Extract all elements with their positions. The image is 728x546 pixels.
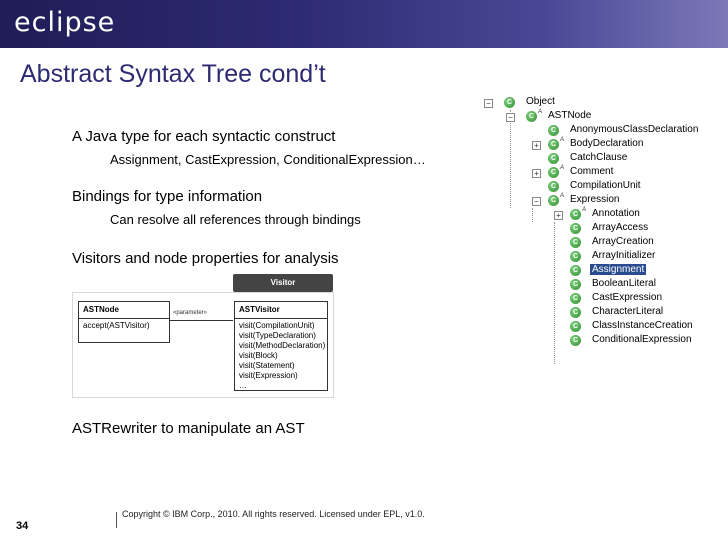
astnode-class-name: ASTNode <box>79 302 169 319</box>
astvisitor-class-name: ASTVisitor <box>235 302 327 319</box>
tree-node-label: ArrayCreation <box>592 236 654 247</box>
tree-node-label: ConditionalExpression <box>592 334 692 345</box>
astvisitor-class-box: ASTVisitor visit(CompilationUnit) visit(… <box>234 301 328 391</box>
class-icon: C <box>548 181 559 192</box>
collapse-icon[interactable]: − <box>532 197 541 206</box>
class-icon: C <box>570 223 581 234</box>
tree-node-conditionalexpression[interactable]: C ConditionalExpression <box>480 334 720 348</box>
tree-node-label: CharacterLiteral <box>592 306 664 317</box>
astnode-class-box: ASTNode accept(ASTVisitor) <box>78 301 170 343</box>
class-icon: C <box>570 293 581 304</box>
tree-node-label: CompilationUnit <box>570 180 641 191</box>
astnode-method: accept(ASTVisitor) <box>83 321 150 330</box>
tree-node-label: AnonymousClassDeclaration <box>570 124 699 135</box>
abstract-marker: A <box>560 137 565 143</box>
parameter-label: «parameter» <box>173 310 208 316</box>
tree-guide-line <box>554 222 555 364</box>
tree-node-label: Expression <box>570 194 620 205</box>
class-icon: C <box>548 139 559 150</box>
tree-node-object[interactable]: − C Object <box>480 96 720 110</box>
tree-node-arrayinitializer[interactable]: C ArrayInitializer <box>480 250 720 264</box>
tree-node-label: Annotation <box>592 208 640 219</box>
class-icon: C <box>548 167 559 178</box>
tree-node-label: CatchClause <box>570 152 628 163</box>
page-number: 34 <box>16 520 29 532</box>
class-icon: C <box>526 111 537 122</box>
tree-node-arraycreation[interactable]: C ArrayCreation <box>480 236 720 250</box>
tree-node-classinstancecreation[interactable]: C ClassInstanceCreation <box>480 320 720 334</box>
tree-node-compilationunit[interactable]: C CompilationUnit <box>480 180 720 194</box>
abstract-marker: A <box>582 207 587 213</box>
tree-node-label: BodyDeclaration <box>570 138 644 149</box>
tree-node-label: BooleanLiteral <box>592 278 656 289</box>
bullet-3: Visitors and node properties for analysi… <box>72 250 339 267</box>
copyright-notice: Copyright © IBM Corp., 2010. All rights … <box>122 509 425 519</box>
collapse-icon[interactable]: − <box>506 113 515 122</box>
tree-node-label-selected: Assignment <box>590 264 647 275</box>
bullet-2-sub: Can resolve all references through bindi… <box>110 212 361 227</box>
uml-panel: ASTNode accept(ASTVisitor) «parameter» A… <box>72 292 334 398</box>
bullet-4: ASTRewriter to manipulate an AST <box>72 420 305 437</box>
tree-guide-line <box>510 110 511 208</box>
tree-node-label: ASTNode <box>548 110 592 121</box>
tree-node-label: CastExpression <box>592 292 663 303</box>
expand-icon[interactable]: + <box>554 211 563 220</box>
tree-node-annotation[interactable]: + C A Annotation <box>480 207 720 222</box>
class-icon: C <box>570 251 581 262</box>
class-icon: C <box>570 335 581 346</box>
visitor-method: visit(Block) <box>239 351 278 360</box>
expand-icon[interactable]: + <box>532 169 541 178</box>
visitor-method: … <box>239 381 247 390</box>
bullet-1: A Java type for each syntactic construct <box>72 128 336 145</box>
visitor-tab: Visitor <box>233 274 333 292</box>
tree-node-castexpression[interactable]: C CastExpression <box>480 292 720 306</box>
parameter-arrow <box>169 320 233 321</box>
tree-node-label: ArrayInitializer <box>592 250 656 261</box>
tree-node-label: Comment <box>570 166 614 177</box>
class-icon: C <box>570 209 581 220</box>
class-icon: C <box>548 153 559 164</box>
class-icon: C <box>548 195 559 206</box>
tree-node-label: Object <box>526 96 555 107</box>
abstract-marker: A <box>560 165 565 171</box>
tree-node-arrayaccess[interactable]: C ArrayAccess <box>480 222 720 236</box>
header-bar: eclipse <box>0 0 728 48</box>
tree-node-characterliteral[interactable]: C CharacterLiteral <box>480 306 720 320</box>
class-icon: C <box>570 321 581 332</box>
visitor-method: visit(TypeDeclaration) <box>239 331 316 340</box>
abstract-marker: A <box>538 109 543 115</box>
tree-node-label: ClassInstanceCreation <box>592 320 693 331</box>
class-icon: C <box>504 97 515 108</box>
class-icon: C <box>570 265 581 276</box>
visitor-diagram: Visitor ASTNode accept(ASTVisitor) «para… <box>72 274 334 398</box>
bullet-1-sub: Assignment, CastExpression, ConditionalE… <box>110 152 426 167</box>
bullet-2: Bindings for type information <box>72 188 263 205</box>
tree-node-assignment[interactable]: C Assignment <box>480 264 720 278</box>
tree-node-catchclause[interactable]: C CatchClause <box>480 152 720 166</box>
tree-node-label: ArrayAccess <box>592 222 649 233</box>
visitor-method: visit(Statement) <box>239 361 295 370</box>
astvisitor-methods: visit(CompilationUnit) visit(TypeDeclara… <box>235 319 327 393</box>
eclipse-logo: eclipse <box>14 7 116 38</box>
tree-node-anonymousclassdeclaration[interactable]: C AnonymousClassDeclaration <box>480 124 720 138</box>
class-icon: C <box>570 279 581 290</box>
tree-node-bodydeclaration[interactable]: + C A BodyDeclaration <box>480 137 720 152</box>
visitor-method: visit(Expression) <box>239 371 298 380</box>
visitor-method: visit(MethodDeclaration) <box>239 341 326 350</box>
abstract-marker: A <box>560 193 565 199</box>
tree-node-booleanliteral[interactable]: C BooleanLiteral <box>480 278 720 292</box>
class-icon: C <box>548 125 559 136</box>
expand-icon[interactable]: + <box>532 141 541 150</box>
tree-node-astnode[interactable]: − C A ASTNode <box>480 109 720 124</box>
tree-node-expression[interactable]: − C A Expression <box>480 193 720 208</box>
class-icon: C <box>570 237 581 248</box>
footer-divider <box>116 512 117 528</box>
tree-guide-line <box>532 208 533 222</box>
ast-type-tree: − C Object − C A ASTNode C AnonymousClas… <box>480 96 720 368</box>
class-icon: C <box>570 307 581 318</box>
visitor-method: visit(CompilationUnit) <box>239 321 315 330</box>
slide-title: Abstract Syntax Tree cond’t <box>20 60 326 88</box>
collapse-icon[interactable]: − <box>484 99 493 108</box>
tree-node-comment[interactable]: + C A Comment <box>480 165 720 180</box>
